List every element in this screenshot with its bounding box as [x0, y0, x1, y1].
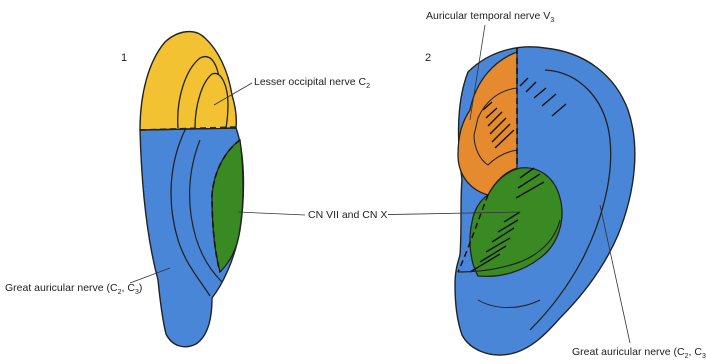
panel-2-number: 2 — [425, 52, 431, 64]
panel-2-ear-lateral-view — [455, 47, 635, 355]
label-great-auricular-nerve-left: Great auricular nerve (C2, C3) — [5, 282, 142, 299]
label-lesser-occipital-nerve: Lesser occipital nerve C2 — [254, 76, 370, 93]
label-great-auricular-nerve-right: Great auricular nerve (C2, C3 — [572, 346, 706, 363]
label-auricular-temporal-nerve: Auricular temporal nerve V3 — [426, 10, 554, 27]
label-cn-vii-cn-x: CN VII and CN X — [307, 209, 388, 221]
panel-1-ear-side-view — [140, 32, 243, 347]
panel-1-number: 1 — [121, 52, 127, 64]
